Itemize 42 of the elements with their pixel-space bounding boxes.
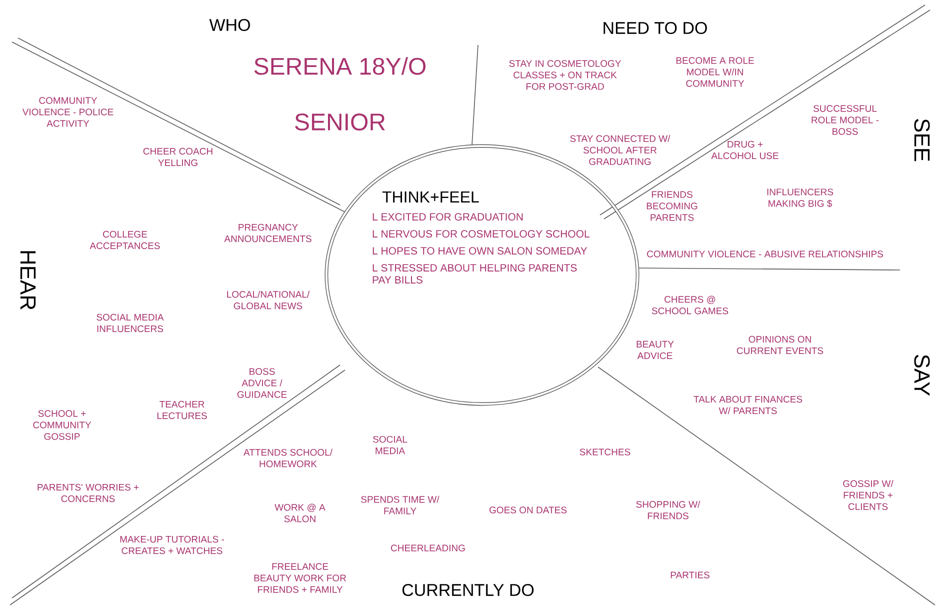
note-text: SCHOOL + COMMUNITY GOSSIP bbox=[33, 410, 92, 440]
note-text: SKETCHES bbox=[580, 448, 630, 456]
note-text: OPINIONS ON CURRENT EVENTS bbox=[736, 336, 824, 354]
persona-text: SENIOR bbox=[295, 114, 385, 130]
section-heading: NEED TO DO bbox=[604, 22, 707, 34]
note-text: SPENDS TIME W/ FAMILY bbox=[361, 496, 440, 514]
note-text: WORK @ A SALON bbox=[274, 504, 326, 522]
note-text: FREELANCE BEAUTY WORK FOR FRIENDS + FAMILY bbox=[254, 563, 346, 593]
note-text: PREGNANCY ANNOUNCEMENTS bbox=[224, 224, 312, 242]
section-heading: CURRENTLY DO bbox=[402, 584, 534, 596]
note-text: BECOME A ROLE MODEL W/IN COMMUNITY bbox=[676, 57, 754, 87]
note-text: GOSSIP W/ FRIENDS + CLIENTS bbox=[843, 480, 894, 510]
note-text: TEACHER LECTURES bbox=[157, 400, 207, 420]
note-text: STAY IN COSMETOLOGY CLASSES + ON TRACK FOR POST-GRAD bbox=[509, 60, 622, 90]
note-text: MAKE-UP TUTORIALS - CREATES + WATCHES bbox=[120, 536, 224, 554]
note-text: INFLUENCERS MAKING BIG $ bbox=[767, 188, 834, 208]
note-text: CHEERLEADING bbox=[391, 544, 465, 552]
note-text: SUCCESSFUL ROLE MODEL - BOSS bbox=[812, 105, 879, 135]
note-text: GOES ON DATES bbox=[490, 506, 567, 514]
section-heading: HEAR bbox=[20, 251, 36, 310]
note-text: TALK ABOUT FINANCES W/ PARENTS bbox=[694, 396, 802, 414]
note-text: FRIENDS BECOMING PARENTS bbox=[646, 191, 698, 221]
note-text: COMMUNITY VIOLENCE - ABUSIVE RELATIONSHIPS bbox=[647, 250, 883, 258]
note-text: LOCAL/NATIONAL/ GLOBAL NEWS bbox=[227, 290, 310, 310]
note-text: STAY CONNECTED W/ SCHOOL AFTER GRADUATING bbox=[570, 135, 670, 165]
note-text: BOSS ADVICE / GUIDANCE bbox=[237, 368, 287, 398]
note-text: SOCIAL MEDIA bbox=[373, 436, 408, 454]
persona-text: SERENA 18Y/O bbox=[254, 57, 426, 75]
note-text: SOCIAL MEDIA INFLUENCERS bbox=[96, 314, 164, 332]
section-heading: SEE bbox=[914, 119, 930, 162]
note-text: PARENTS' WORRIES + CONCERNS bbox=[38, 484, 139, 502]
note-text: PARTIES bbox=[670, 572, 710, 578]
note-text: CHEERS @ SCHOOL GAMES bbox=[652, 296, 728, 314]
note-text: SHOPPING W/ FRIENDS bbox=[636, 500, 700, 520]
section-heading: WHO bbox=[209, 18, 250, 32]
note-text: ATTENDS SCHOOL/ HOMEWORK bbox=[244, 448, 332, 468]
note-text: COLLEGE ACCEPTANCES bbox=[90, 230, 160, 250]
note-text: CHEER COACH YELLING bbox=[143, 148, 212, 166]
note-text: BEAUTY ADVICE bbox=[636, 340, 674, 360]
section-heading: SAY bbox=[914, 354, 930, 396]
note-text: COMMUNITY VIOLENCE - POLICE ACTIVITY bbox=[22, 97, 114, 127]
note-text: DRUG + ALCOHOL USE bbox=[711, 140, 778, 160]
